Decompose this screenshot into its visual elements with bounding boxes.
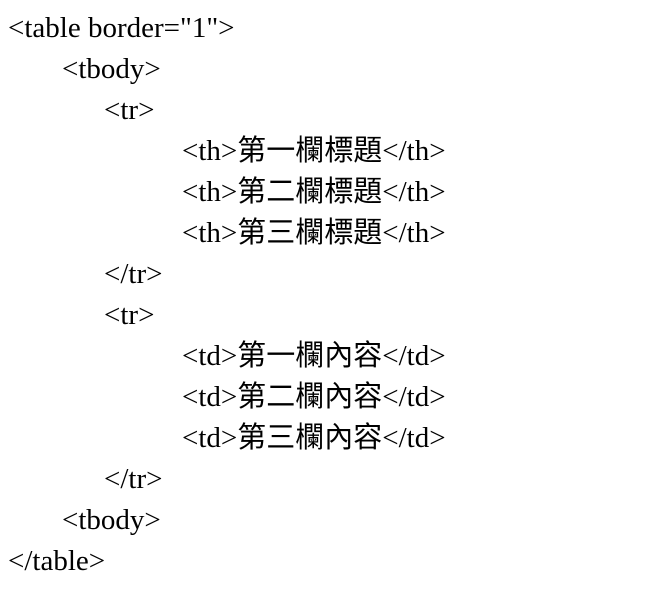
code-line: </tr> (104, 463, 163, 495)
code-line: <th>第一欄標題</th> (182, 135, 446, 167)
code-line: <tbody> (62, 53, 161, 85)
code-line: <th>第二欄標題</th> (182, 176, 446, 208)
code-line: <tr> (104, 94, 155, 126)
code-line: <tbody> (62, 504, 161, 536)
code-line: </table> (8, 545, 106, 577)
code-block: <table border="1"> <tbody> <tr> <th>第一欄標題</… (8, 8, 646, 582)
code-line: <th>第三欄標題</th> (182, 217, 446, 249)
code-line: <td>第三欄內容</td> (182, 422, 446, 454)
code-line: <td>第一欄內容</td> (182, 340, 446, 372)
code-line: <tr> (104, 299, 155, 331)
code-line: </tr> (104, 258, 163, 290)
code-line: <td>第二欄內容</td> (182, 381, 446, 413)
code-line: <table border="1"> (8, 12, 235, 44)
